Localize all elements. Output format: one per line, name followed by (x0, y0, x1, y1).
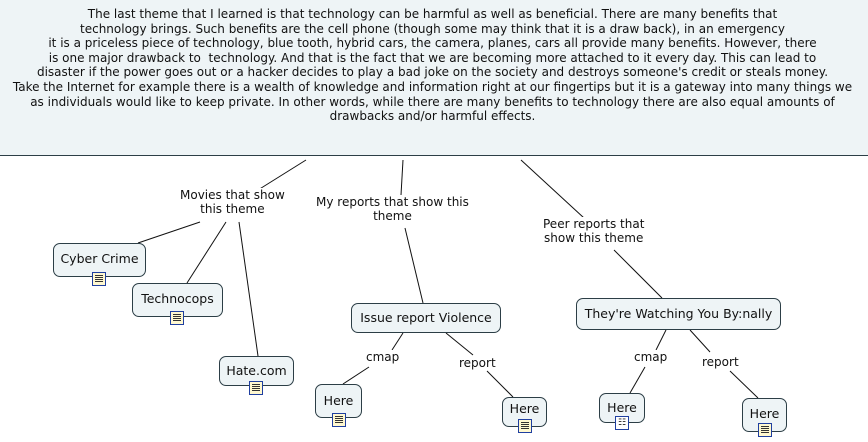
concept-node-technocops[interactable]: Technocops (132, 283, 223, 325)
document-resource-icon[interactable] (518, 419, 532, 433)
link-issue-cmap1 (391, 332, 404, 351)
document-resource-icon[interactable] (332, 413, 346, 427)
concept-map-icon[interactable]: ☷ (615, 416, 629, 430)
concept-node-watching-you[interactable]: They're Watching You By:nally (576, 298, 781, 330)
document-resource-icon[interactable] (249, 381, 263, 395)
link-main-peer (520, 159, 585, 219)
linking-phrase-report: report (457, 356, 498, 370)
concept-node-issue-report[interactable]: Issue report Violence (351, 303, 501, 333)
concept-label: They're Watching You By:nally (584, 306, 773, 321)
link-report2-here4 (729, 370, 759, 399)
link-cmap2-here3 (629, 366, 646, 394)
link-watching-cmap2 (655, 329, 667, 351)
concept-label: Here (323, 393, 354, 408)
document-resource-icon[interactable] (92, 272, 106, 286)
linking-phrase-cmap: cmap (632, 350, 670, 364)
concept-node-here[interactable]: Here (742, 398, 787, 437)
link-cmap1-here1 (342, 366, 370, 385)
linking-phrase-report: report (700, 355, 741, 369)
main-concept-text: The last theme that I learned is that te… (12, 7, 853, 124)
concept-label: Here (749, 406, 780, 421)
concept-label: Cyber Crime (60, 251, 139, 266)
concept-node-here[interactable]: Here (502, 397, 547, 433)
concept-label: Technocops (141, 291, 214, 306)
main-concept-node[interactable] (0, 0, 868, 156)
concept-node-here[interactable]: Here ☷ (599, 393, 645, 430)
concept-node-cyber-crime[interactable]: Cyber Crime (53, 243, 146, 286)
link-peer-watching (613, 249, 663, 299)
link-myreports-issue (404, 227, 424, 304)
document-resource-icon[interactable] (758, 423, 772, 437)
link-movies-technocops (186, 221, 227, 284)
concept-label: Here (509, 401, 540, 416)
link-main-movies (257, 159, 307, 191)
concept-node-hate-com[interactable]: Hate.com (219, 356, 294, 395)
link-report1-here2 (486, 370, 514, 398)
document-resource-icon[interactable] (170, 311, 184, 325)
linking-phrase-cmap: cmap (364, 350, 402, 364)
concept-node-here[interactable]: Here (315, 384, 362, 427)
link-movies-cyber (137, 221, 201, 244)
concept-label: Here (607, 400, 637, 415)
linking-phrase-my-reports: My reports that show this theme (314, 195, 471, 223)
concept-label: Issue report Violence (360, 310, 492, 325)
link-issue-report1 (445, 332, 474, 356)
linking-phrase-peer-reports: Peer reports that show this theme (541, 217, 647, 245)
linking-phrase-movies: Movies that show this theme (178, 188, 287, 216)
link-watching-report2 (689, 329, 711, 353)
concept-label: Hate.com (226, 363, 287, 378)
link-main-myreports (400, 159, 404, 196)
link-movies-hate (238, 221, 259, 357)
